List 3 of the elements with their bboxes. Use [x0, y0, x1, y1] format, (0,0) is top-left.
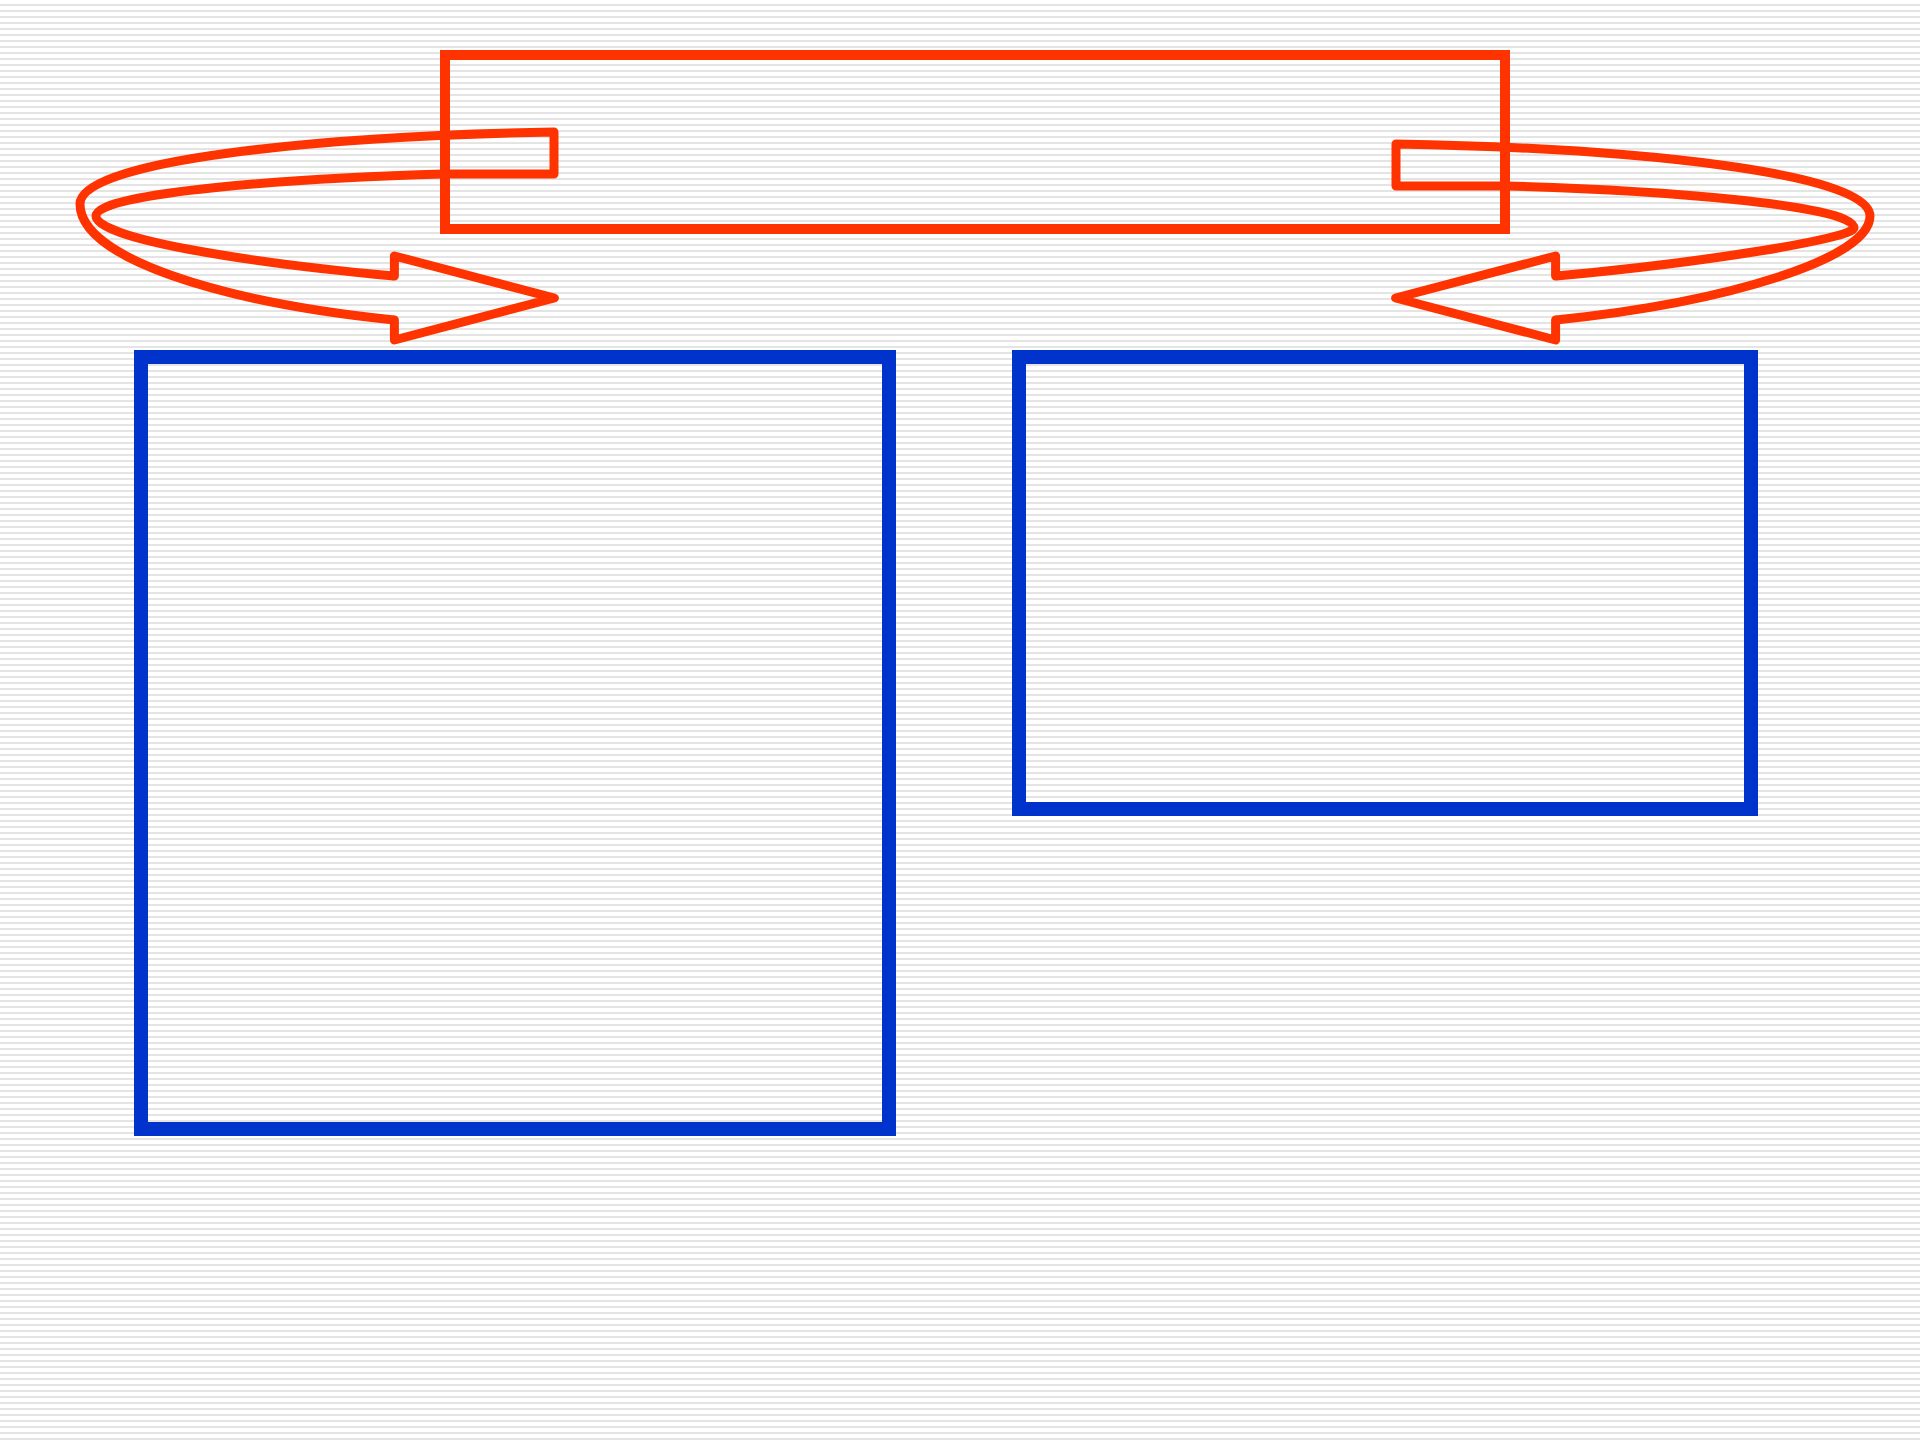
- rectangle-frame: [134, 350, 896, 1136]
- rectangle-frame: [1012, 350, 1758, 816]
- rectangle-frame: [440, 50, 1510, 234]
